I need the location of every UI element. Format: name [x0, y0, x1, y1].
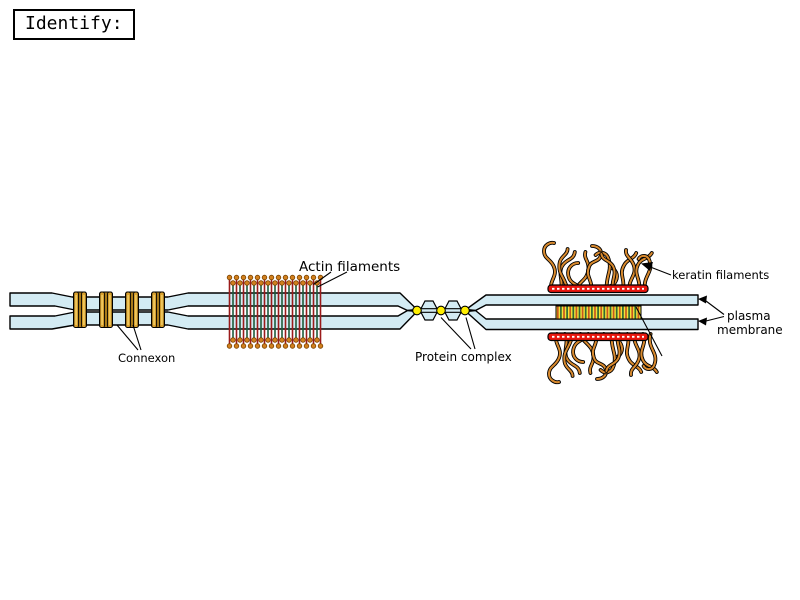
actin-filaments-label: Actin filaments [299, 259, 400, 275]
leader-arrowheads [641, 262, 707, 326]
protein-complex-dot [460, 305, 470, 316]
connexon [99, 291, 113, 328]
gap-junction-connexons [73, 291, 165, 328]
adherens-junction-actin-filaments [226, 274, 324, 349]
plasma-membrane-label-line2: membrane [717, 323, 783, 337]
tight-junction-bulge [419, 300, 439, 321]
plasma-membrane-arrowhead-top [698, 295, 707, 304]
tight-junction-bulge [443, 300, 463, 321]
connexon [125, 291, 139, 328]
identify-label: Identify: [25, 13, 123, 34]
keratin-filaments-label: keratin filaments [672, 268, 769, 282]
protein-complex-label: Protein complex [415, 350, 512, 364]
bottom-membrane-left [9, 309, 418, 330]
protein-complex-dot [412, 305, 422, 316]
connexon [73, 291, 87, 328]
connexon [151, 291, 165, 328]
keratin-filaments-bottom [547, 332, 659, 385]
plasma-membrane-leader-lines [703, 299, 725, 323]
protein-complex-leader-lines [440, 317, 476, 350]
identify-target-leader-line [635, 306, 663, 357]
connexon-label: Connexon [118, 351, 175, 365]
identify-prompt-box: Identify: [13, 9, 135, 40]
desmosome-cadherin-band [555, 305, 642, 320]
plasma-membrane-arrowhead-bottom [698, 317, 707, 326]
top-membrane-left [9, 292, 418, 312]
protein-complex-dot [436, 305, 446, 316]
keratin-arrowhead [641, 262, 653, 271]
leader-lines [116, 265, 725, 357]
keratin-filaments-top [542, 240, 654, 293]
desmosome [542, 240, 659, 385]
connexon-leader-lines [116, 324, 142, 351]
keratin-leader-line [648, 265, 672, 276]
actin-leader-lines [313, 271, 348, 288]
plasma-membrane-label-line1: plasma [727, 309, 771, 323]
tight-junction [412, 300, 470, 321]
bottom-membrane-right [465, 309, 699, 331]
